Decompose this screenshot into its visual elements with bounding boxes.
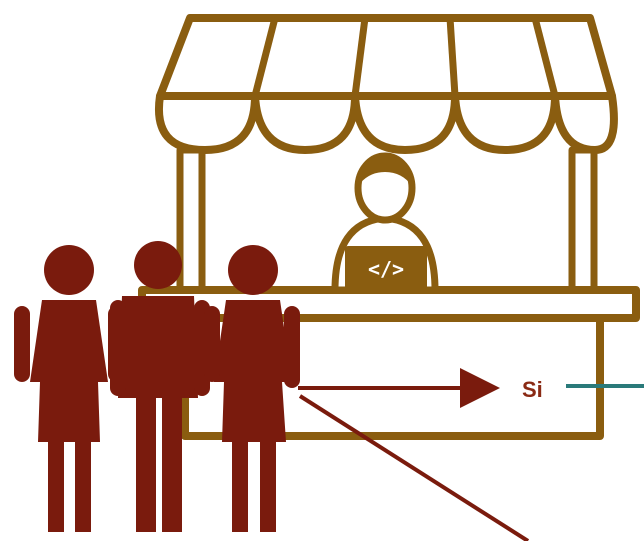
decision-label-si: Si xyxy=(522,377,543,402)
laptop-icon: </> xyxy=(345,246,427,292)
people-group xyxy=(14,241,300,532)
awning-stripe xyxy=(450,18,455,96)
stall-awning xyxy=(159,96,614,150)
stall-post-left xyxy=(180,150,202,292)
woman-icon xyxy=(14,245,124,532)
stall-post-right xyxy=(572,150,594,292)
laptop-code-glyph: </> xyxy=(368,257,404,281)
